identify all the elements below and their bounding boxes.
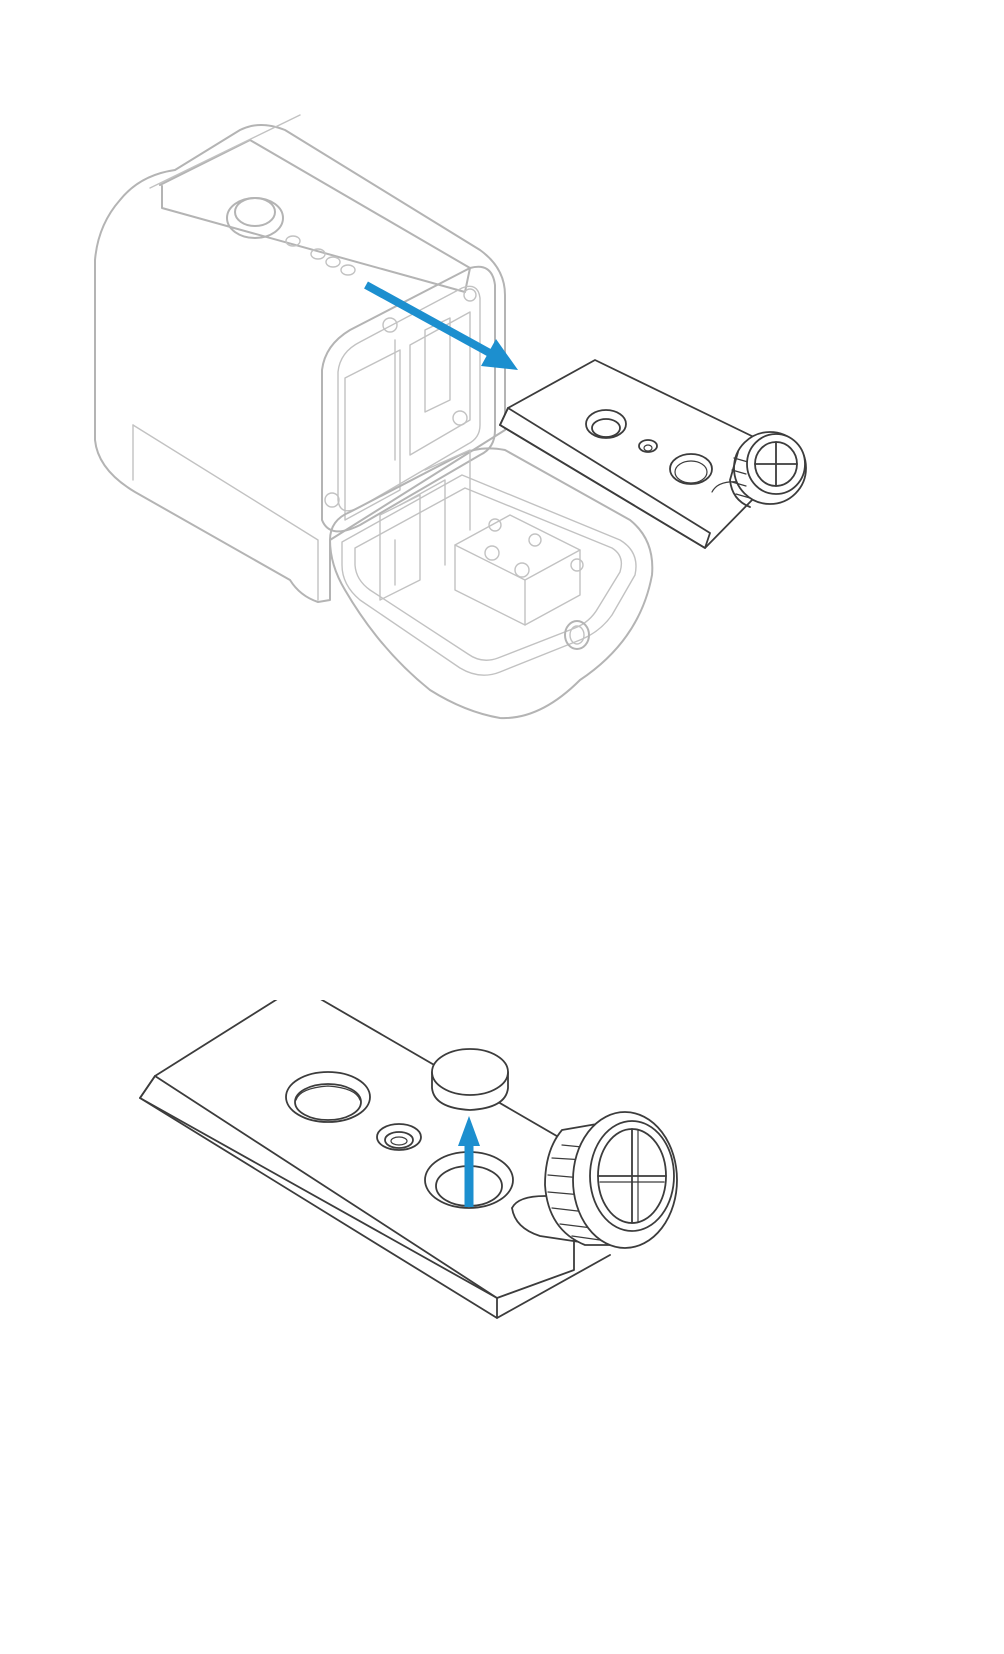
open-tray bbox=[329, 447, 654, 720]
plate-small bbox=[499, 359, 761, 549]
device-exploded-illustration bbox=[0, 0, 1004, 800]
rubber-plug bbox=[431, 1048, 509, 1111]
device-housing bbox=[94, 114, 506, 603]
lift-up-arrow bbox=[458, 1116, 480, 1207]
knurled-knob-large bbox=[544, 1111, 678, 1249]
plate-detail-illustration bbox=[0, 1000, 1004, 1450]
device-exploded-svg bbox=[94, 114, 807, 720]
slide-out-arrow bbox=[364, 281, 518, 370]
plate-large bbox=[139, 1000, 611, 1319]
plate-detail-svg bbox=[139, 1000, 678, 1319]
knurled-knob-small bbox=[729, 431, 807, 508]
top-button bbox=[226, 197, 284, 239]
indicator-leds bbox=[285, 235, 356, 276]
